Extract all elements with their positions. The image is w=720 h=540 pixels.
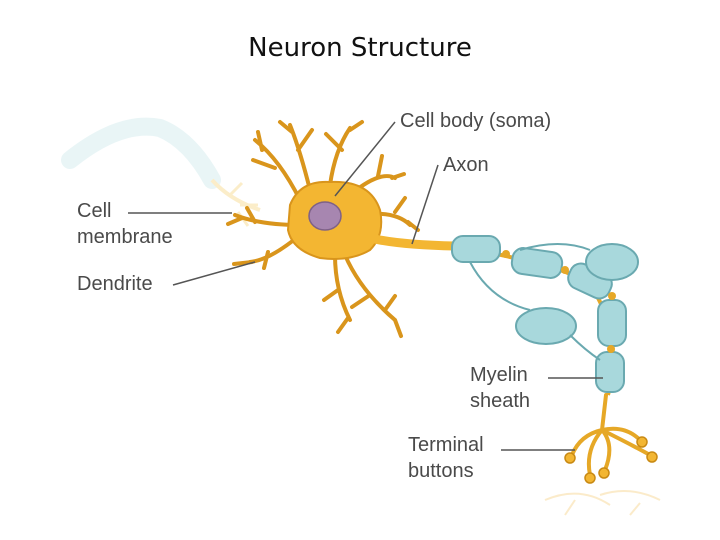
- faded-downstream-dendrites: [544, 490, 661, 516]
- axon: [365, 233, 460, 251]
- label-terminal-line2: buttons: [408, 460, 474, 482]
- label-myelin-line2: sheath: [470, 390, 531, 412]
- leader-lines: [128, 121, 603, 451]
- label-cell-membrane-line1: Cell: [77, 200, 112, 222]
- axon-terminals: [570, 393, 652, 477]
- faded-upstream-axon: [61, 117, 261, 227]
- slide-title: Neuron Structure: [248, 33, 472, 63]
- label-dendrite: Dendrite: [77, 273, 153, 295]
- label-myelin-line1: Myelin: [470, 364, 528, 386]
- label-cell-body: Cell body (soma): [400, 110, 552, 132]
- nodes-of-ranvier: [502, 250, 616, 353]
- label-cell-membrane-line2: membrane: [77, 226, 173, 248]
- myelin-sheath: [451, 235, 639, 393]
- label-terminal-line1: Terminal: [408, 434, 484, 456]
- nucleus: [308, 201, 342, 231]
- terminal-buttons: [564, 436, 658, 484]
- label-axon: Axon: [443, 154, 489, 176]
